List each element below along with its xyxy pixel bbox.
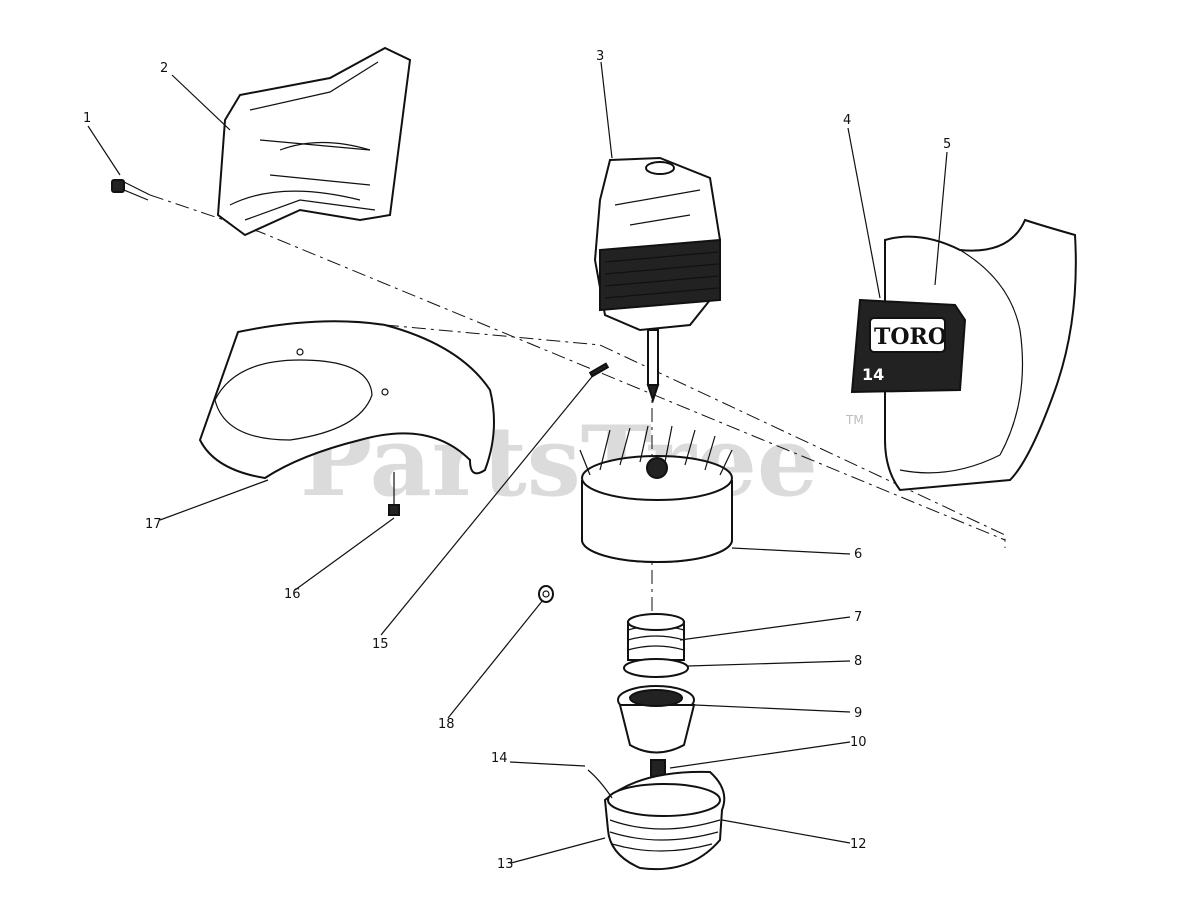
callout-1: 1 <box>83 111 91 126</box>
part-screw <box>388 472 400 516</box>
part-fan <box>579 425 733 563</box>
callout-6: 6 <box>854 547 862 562</box>
part-spool-assembly <box>587 759 726 871</box>
part-spring <box>623 613 689 678</box>
callout-17: 17 <box>145 517 162 532</box>
callout-labels: 1 2 3 4 5 6 7 8 9 10 12 13 14 15 16 17 1… <box>83 49 951 872</box>
callout-10: 10 <box>850 735 867 750</box>
callout-4: 4 <box>843 113 851 128</box>
part-handle-housing: TORO 14 <box>850 218 1077 492</box>
callout-7: 7 <box>854 610 862 625</box>
toro-logo: TORO <box>874 324 947 350</box>
callout-15: 15 <box>372 637 389 652</box>
callout-16: 16 <box>284 587 301 602</box>
part-motor <box>593 156 722 404</box>
leader-lines <box>87 61 948 864</box>
part-deflector-shield <box>198 320 495 480</box>
callout-3: 3 <box>596 49 604 64</box>
callout-5: 5 <box>943 137 951 152</box>
watermark-trademark: TM <box>845 413 864 427</box>
callout-12: 12 <box>850 837 867 852</box>
callout-9: 9 <box>854 706 862 721</box>
callout-2: 2 <box>160 61 168 76</box>
callout-8: 8 <box>854 654 862 669</box>
part-bolt <box>111 179 151 201</box>
callout-18: 18 <box>438 717 455 732</box>
part-nut <box>538 585 554 603</box>
callout-13: 13 <box>497 857 514 872</box>
model-badge-text: 14 <box>862 365 884 384</box>
callout-14: 14 <box>491 751 508 766</box>
part-upper-housing <box>216 46 412 237</box>
part-cup <box>617 685 696 754</box>
